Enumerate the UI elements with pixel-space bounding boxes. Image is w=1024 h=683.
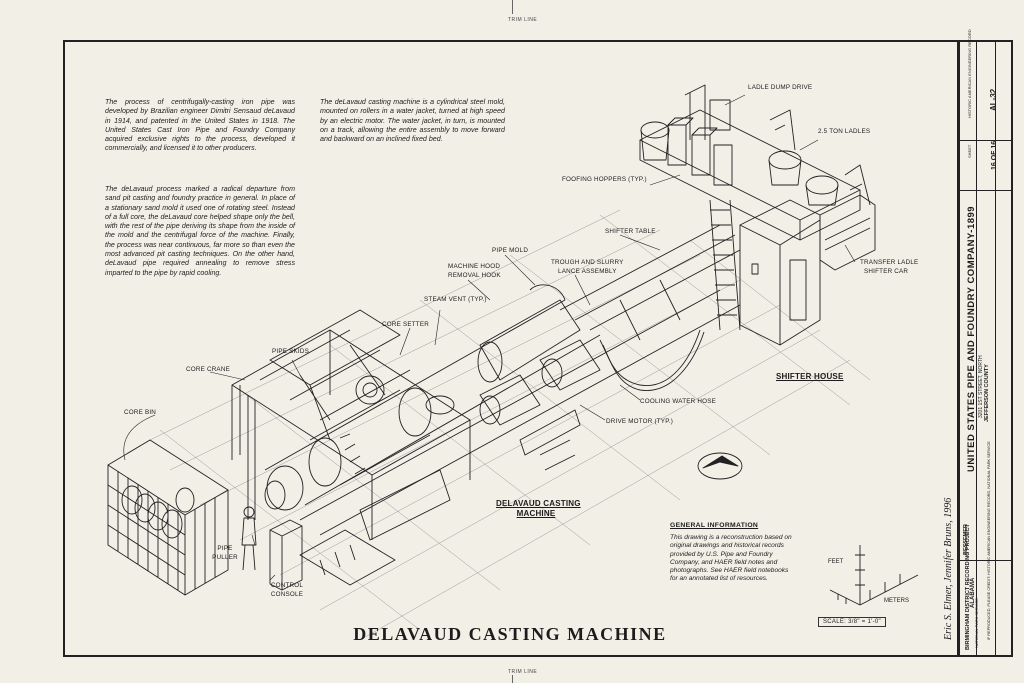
scale-note: SCALE: 3/8" = 1'-0" bbox=[818, 617, 886, 627]
label-delavaud-machine-2: MACHINE bbox=[516, 509, 556, 518]
trim-label-top: TRIM LINE bbox=[508, 17, 538, 23]
leader-lines bbox=[123, 94, 856, 581]
ladle-dump-drive bbox=[684, 84, 706, 140]
label-steam-vent: STEAM VENT (typ.) bbox=[424, 296, 487, 303]
delineated-by-label: DELINEATED BY: bbox=[956, 613, 961, 650]
pipe-skids bbox=[269, 309, 401, 441]
operator-figure bbox=[241, 506, 257, 571]
title-block-haer-caption: HISTORIC AMERICAN ENGINEERING RECORD bbox=[967, 29, 972, 118]
trim-label-bottom: TRIM LINE bbox=[508, 669, 538, 675]
ladles bbox=[640, 109, 839, 206]
label-pipe-skids: PIPE SKIDS bbox=[272, 348, 309, 355]
title-block-divider bbox=[995, 40, 996, 657]
title-block-border bbox=[959, 40, 1013, 657]
title-block-divider bbox=[976, 40, 977, 657]
label-console: CONSOLE bbox=[270, 591, 304, 598]
machine-description-paragraph: The deLavaud casting machine is a cylind… bbox=[320, 98, 505, 144]
title-block-divider bbox=[959, 560, 1013, 561]
north-arrow-icon bbox=[697, 452, 743, 480]
general-information-heading: GENERAL INFORMATION bbox=[670, 522, 759, 529]
label-ladle-dump-drive: LADLE DUMP DRIVE bbox=[748, 84, 813, 91]
label-drive-motor: DRIVE MOTOR (typ.) bbox=[606, 418, 674, 425]
drawing-sheet-border bbox=[63, 40, 959, 657]
track-bed bbox=[299, 289, 741, 541]
transfer-ladle-shifter-car bbox=[819, 164, 876, 271]
pipe-puller-track bbox=[299, 529, 396, 586]
label-ladles: 2.5 TON LADLES bbox=[818, 128, 871, 135]
label-removal-hook: REMOVAL HOOK bbox=[448, 272, 501, 279]
title-block-project: BIRMINGHAM DISTRICT RECORDING PROJECT bbox=[965, 524, 971, 650]
title-block-divider bbox=[959, 140, 1013, 141]
history-paragraph: The process of centrifugally-casting iro… bbox=[105, 98, 295, 153]
label-shifter-table: SHIFTER TABLE bbox=[605, 228, 656, 235]
core-crane bbox=[231, 329, 471, 540]
label-pipe-mold: PIPE MOLD bbox=[492, 247, 529, 254]
drive-motors bbox=[425, 339, 601, 426]
scale-meters-label: METERS bbox=[884, 598, 910, 604]
scale-bar-graphic bbox=[829, 545, 919, 606]
signature: Eric S. Elmer, Jennifer Bruns, 1996 bbox=[943, 497, 954, 640]
control-console bbox=[269, 519, 303, 591]
trim-mark-top bbox=[512, 0, 513, 14]
label-shifter-car: SHIFTER CAR bbox=[864, 268, 909, 275]
label-control: CONTROL bbox=[270, 582, 304, 589]
label-transfer-ladle: TRANSFER LADLE bbox=[860, 259, 919, 266]
title-block-divider bbox=[959, 190, 1013, 191]
footing-hoppers bbox=[667, 99, 733, 186]
pipe-mold-body bbox=[264, 284, 601, 511]
label-pipe: PIPE bbox=[217, 545, 233, 552]
label-lance-assembly: LANCE ASSEMBLY bbox=[558, 268, 617, 275]
general-information-text: This drawing is a reconstruction based o… bbox=[670, 534, 792, 583]
shifter-house bbox=[739, 199, 821, 346]
label-delavaud-machine-1: DELAVAUD CASTING bbox=[496, 499, 581, 508]
cooling-water-hose bbox=[599, 329, 701, 386]
scale-feet-label: FEET bbox=[828, 559, 844, 565]
process-paragraph: The deLavaud process marked a radical de… bbox=[105, 185, 295, 277]
trim-mark-bottom bbox=[512, 675, 513, 683]
label-cooling-water-hose: COOLING WATER HOSE bbox=[640, 398, 717, 405]
label-shifter-house: SHIFTER HOUSE bbox=[776, 372, 844, 381]
label-core-crane: CORE CRANE bbox=[186, 366, 230, 373]
core-bin bbox=[107, 439, 229, 596]
label-puller: PULLER bbox=[212, 554, 238, 561]
label-footing-hoppers: FOOFING HOPPERS (typ.) bbox=[562, 176, 647, 183]
title-block-haer-number: AL-32 bbox=[989, 88, 998, 111]
stairway bbox=[709, 199, 741, 331]
label-trough: TROUGH AND SLURRY bbox=[551, 259, 624, 266]
drawing-title: DELAVAUD CASTING MACHINE bbox=[353, 624, 667, 644]
label-core-setter: CORE SETTER bbox=[382, 321, 429, 328]
title-block-fine-print: IF REPRODUCED, PLEASE CREDIT: HISTORIC A… bbox=[987, 441, 991, 640]
label-core-bin: CORE BIN bbox=[124, 409, 157, 416]
title-block-sheet-caption: SHEET bbox=[967, 144, 972, 158]
label-machine-hood: MACHINE HOOD bbox=[448, 263, 501, 270]
